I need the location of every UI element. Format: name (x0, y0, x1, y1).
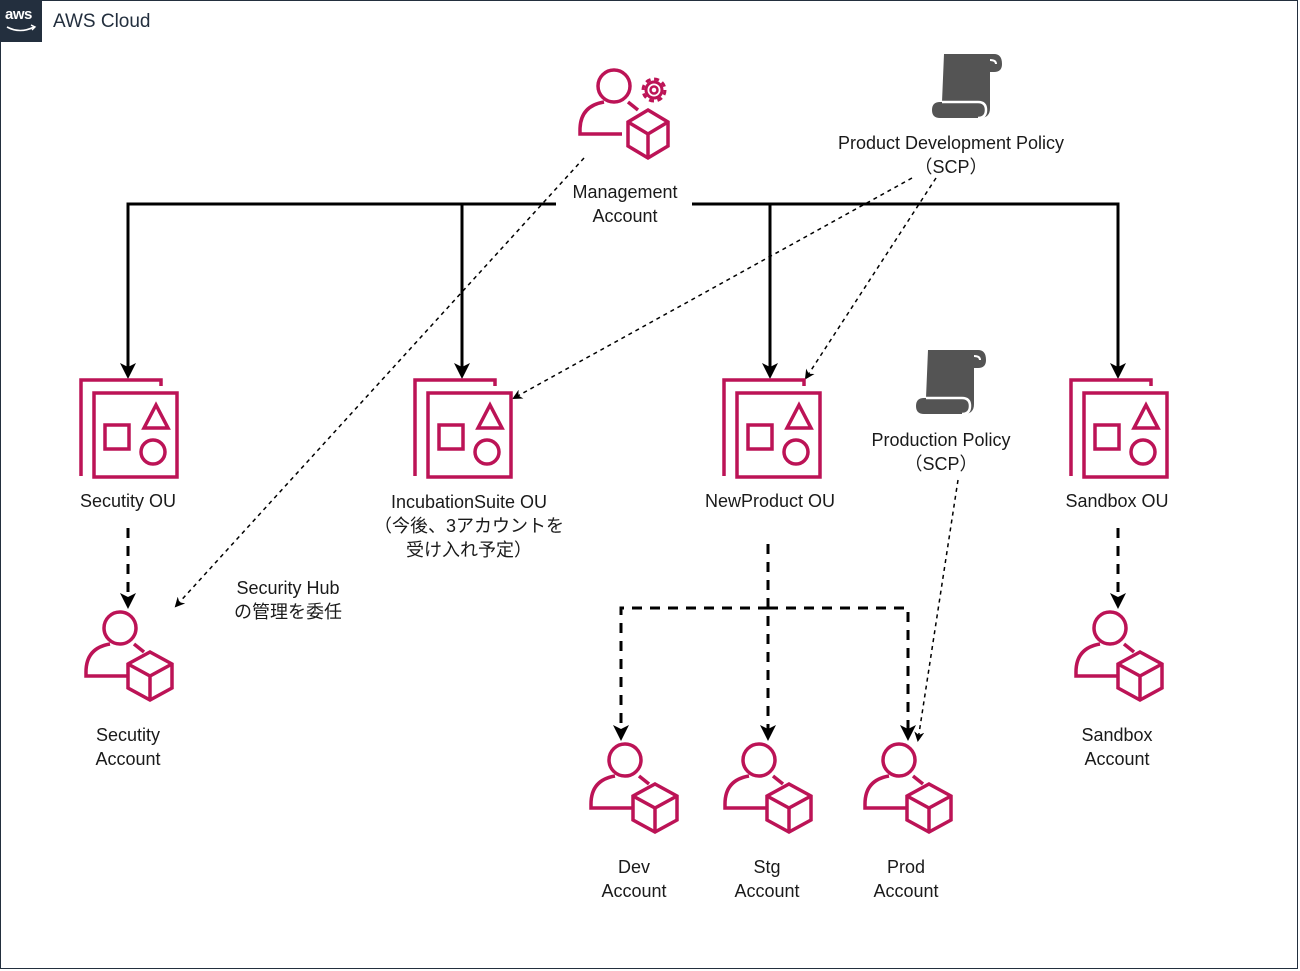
delegation-link-security (174, 157, 585, 608)
label-line: Account (592, 206, 658, 226)
label-line: Production Policy (871, 430, 1011, 450)
dev-account-label: Dev Account (601, 855, 666, 903)
connector-newproduct-prod (768, 606, 916, 741)
label-line: Secutity (95, 725, 161, 745)
label-line: Dev (617, 857, 651, 877)
incubation-ou-label: IncubationSuite OU （今後、3アカウントを 受け入れ予定） (374, 490, 564, 562)
label-line: の管理を委任 (234, 602, 342, 622)
label-line: IncubationSuite OU (390, 492, 548, 512)
label-line: Security Hub (236, 578, 340, 598)
label-line: Management (572, 182, 678, 202)
label-line: （SCP） (914, 157, 988, 177)
security-ou-label: Secutity OU (79, 491, 177, 511)
label-line: Sandbox (1081, 725, 1153, 745)
label-line: Product Development Policy (837, 133, 1065, 153)
dev-account-icon[interactable] (589, 742, 679, 834)
label-line: 受け入れ予定） (405, 540, 532, 560)
label-line: Prod (886, 857, 926, 877)
sandbox-account-icon[interactable] (1074, 610, 1164, 702)
label-line: （今後、3アカウントを (373, 516, 565, 536)
stg-account-label: Stg Account (734, 855, 799, 903)
incubation-ou-icon[interactable] (413, 378, 513, 479)
label-line: Account (1084, 749, 1150, 769)
scp-link-newproduct (804, 177, 937, 380)
aws-smile-icon (6, 24, 37, 32)
prod-account-icon[interactable] (863, 742, 953, 834)
production-policy-label: Production Policy （SCP） (871, 428, 1010, 476)
sandbox-account-label: Sandbox Account (1081, 723, 1152, 771)
security-account-label: Secutity Account (95, 723, 160, 771)
product-dev-policy-icon[interactable] (930, 52, 1004, 120)
label-line: Account (95, 749, 161, 769)
sandbox-ou-label: Sandbox OU (1065, 491, 1169, 511)
label-line: （SCP） (904, 454, 978, 474)
aws-logo-text: aws (5, 6, 32, 23)
label-line: Account (734, 881, 800, 901)
security-ou-icon[interactable] (79, 378, 179, 479)
label-line: Account (601, 881, 667, 901)
security-hub-annotation: Security Hub の管理を委任 (234, 576, 342, 624)
aws-logo: aws (0, 0, 42, 42)
newproduct-ou-icon[interactable] (722, 378, 822, 479)
management-account-icon[interactable] (578, 68, 670, 161)
connector-mgmt-right (692, 202, 1126, 379)
connector-newproduct-dev (613, 606, 768, 741)
stg-account-icon[interactable] (723, 742, 813, 834)
label-line: Account (873, 881, 939, 901)
management-account-label: Management Account (568, 180, 682, 228)
production-policy-icon[interactable] (914, 348, 988, 416)
gear-icon (641, 77, 667, 103)
product-dev-policy-label: Product Development Policy （SCP） (838, 131, 1064, 179)
scp-link-prod (914, 479, 959, 742)
scp-link-incubation (512, 177, 913, 399)
prod-account-label: Prod Account (873, 855, 938, 903)
sandbox-ou-icon[interactable] (1069, 378, 1169, 479)
label-line: Stg (753, 857, 781, 877)
newproduct-ou-label: NewProduct OU (704, 491, 836, 511)
security-account-icon[interactable] (84, 610, 174, 702)
connector-mgmt-left (120, 202, 556, 379)
group-title: AWS Cloud (53, 11, 151, 32)
